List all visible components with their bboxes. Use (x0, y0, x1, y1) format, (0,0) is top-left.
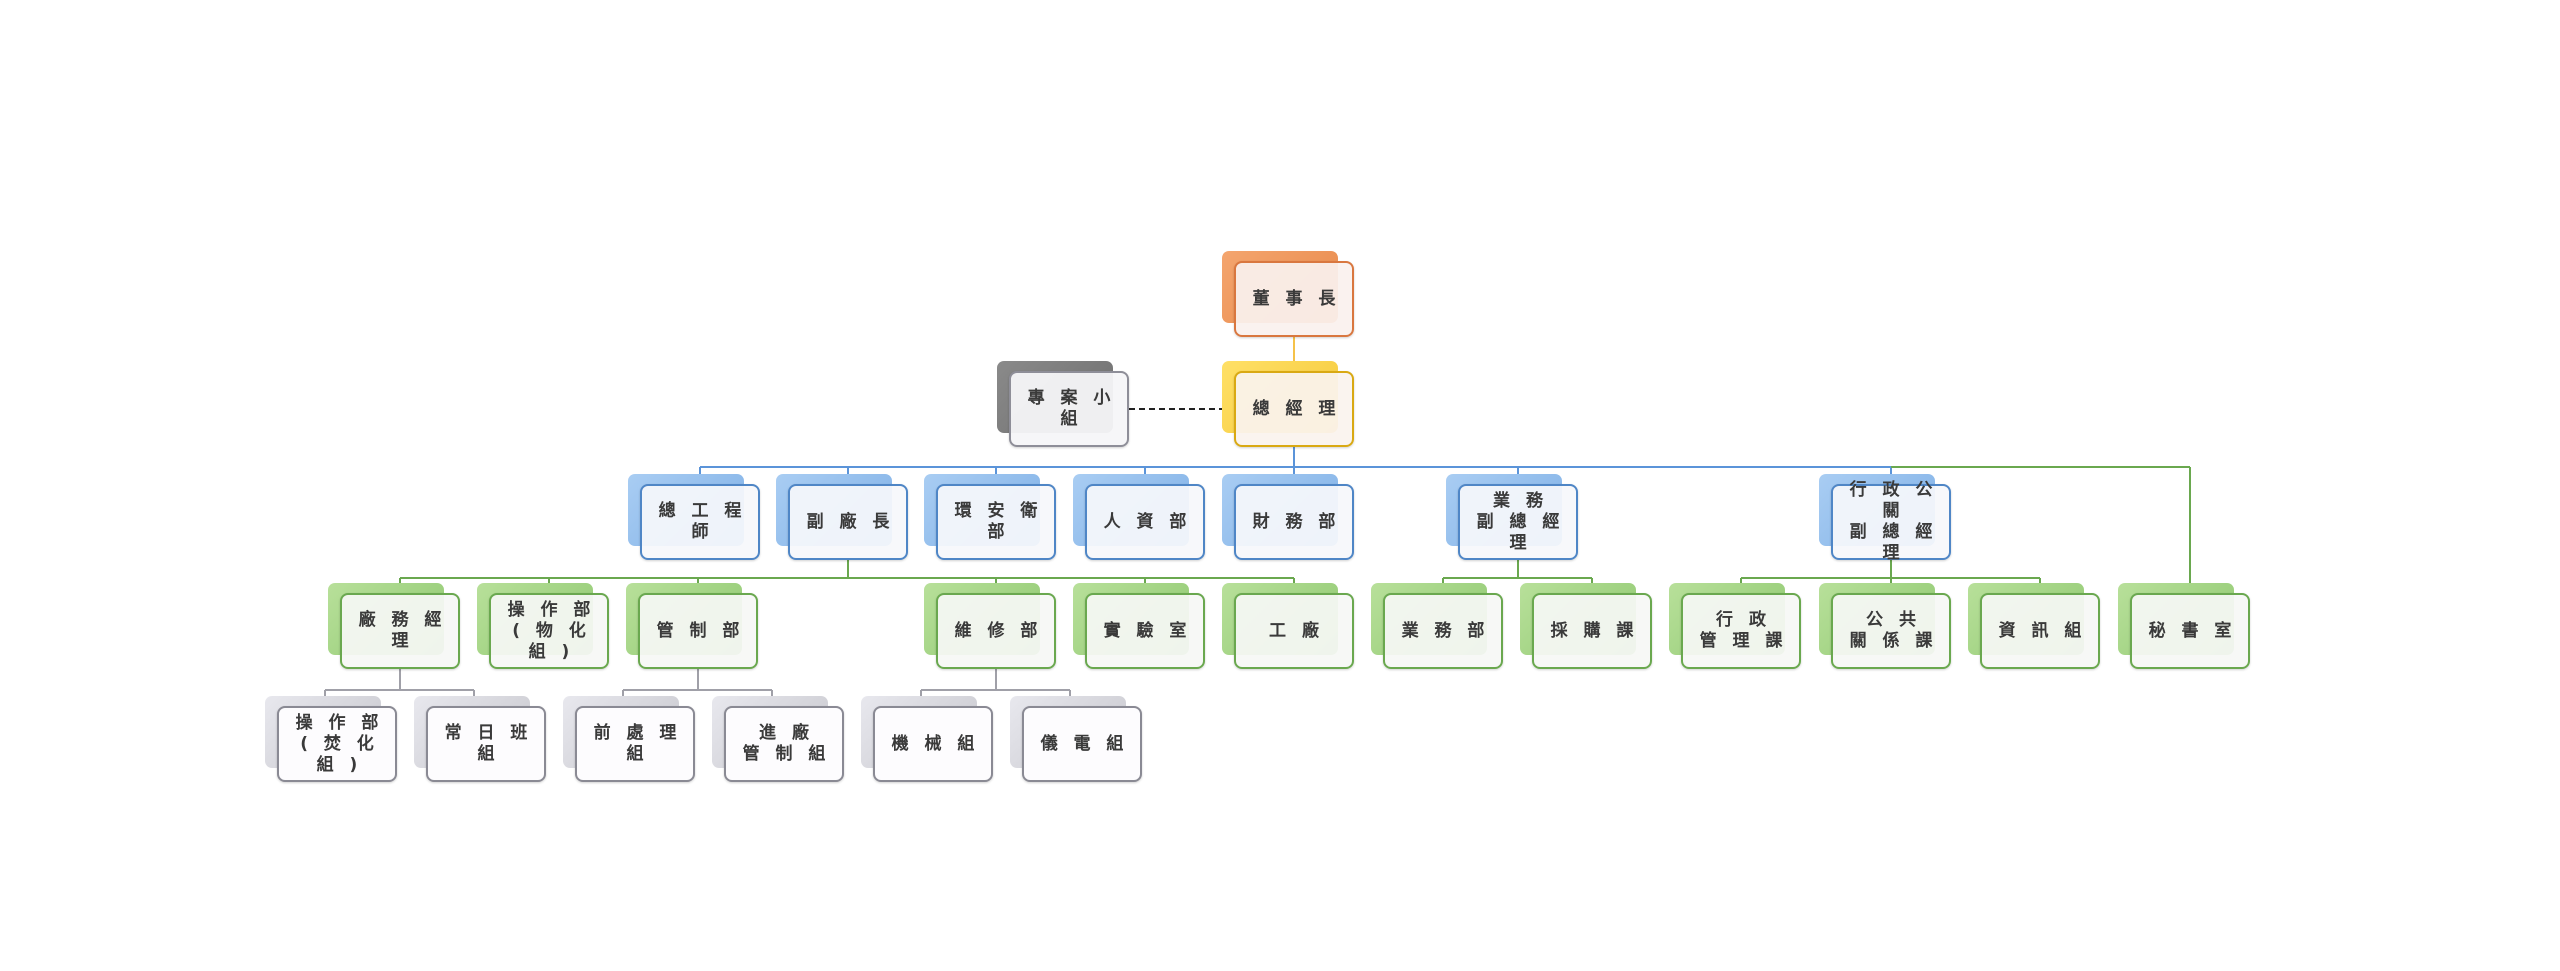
node-secretariat[interactable]: 秘 書 室 (2118, 583, 2250, 669)
node-public-relations[interactable]: 公 共 關 係 課 (1819, 583, 1951, 669)
node-it-group[interactable]: 資 訊 組 (1968, 583, 2100, 669)
node-label: 管 制 部 (638, 593, 758, 669)
node-label: 環 安 衛 部 (936, 484, 1056, 560)
node-label: 實 驗 室 (1085, 593, 1205, 669)
node-mechanical[interactable]: 機 械 組 (861, 696, 993, 782)
node-control-dept[interactable]: 管 制 部 (626, 583, 758, 669)
node-procurement[interactable]: 採 購 課 (1520, 583, 1652, 669)
node-laboratory[interactable]: 實 驗 室 (1073, 583, 1205, 669)
node-label: 操 作 部 ( 物 化 組 ) (489, 593, 609, 669)
node-instrument-electrical[interactable]: 儀 電 組 (1010, 696, 1142, 782)
node-label: 行 政 管 理 課 (1681, 593, 1801, 669)
node-label: 秘 書 室 (2130, 593, 2250, 669)
node-admin-pr-vp[interactable]: 行 政 公 關 副 總 經 理 (1819, 474, 1951, 563)
node-label: 儀 電 組 (1022, 706, 1142, 782)
node-label: 前 處 理 組 (575, 706, 695, 782)
node-label: 董 事 長 (1234, 261, 1354, 337)
node-label: 維 修 部 (936, 593, 1056, 669)
node-label: 副 廠 長 (788, 484, 908, 560)
node-label: 業 務 副 總 經 理 (1458, 484, 1578, 560)
node-label: 機 械 組 (873, 706, 993, 782)
node-sales-vp[interactable]: 業 務 副 總 經 理 (1446, 474, 1578, 560)
node-maintenance-dept[interactable]: 維 修 部 (924, 583, 1056, 669)
node-label: 人 資 部 (1085, 484, 1205, 560)
node-label: 採 購 課 (1532, 593, 1652, 669)
node-hr-dept[interactable]: 人 資 部 (1073, 474, 1205, 560)
node-label: 廠 務 經 理 (340, 593, 460, 669)
node-chairman[interactable]: 董 事 長 (1222, 251, 1354, 337)
node-works[interactable]: 工 廠 (1222, 583, 1354, 669)
node-label: 行 政 公 關 副 總 經 理 (1831, 480, 1951, 563)
node-pretreatment[interactable]: 前 處 理 組 (563, 696, 695, 782)
node-ehs-dept[interactable]: 環 安 衛 部 (924, 474, 1056, 560)
node-label: 常 日 班 組 (426, 706, 546, 782)
node-operations-physchem[interactable]: 操 作 部 ( 物 化 組 ) (477, 583, 609, 669)
node-sales-dept[interactable]: 業 務 部 (1371, 583, 1503, 669)
node-deputy-plant-director[interactable]: 副 廠 長 (776, 474, 908, 560)
node-label: 總 經 理 (1234, 371, 1354, 447)
node-label: 專 案 小 組 (1009, 371, 1129, 447)
node-label: 工 廠 (1234, 593, 1354, 669)
node-finance-dept[interactable]: 財 務 部 (1222, 474, 1354, 560)
node-label: 財 務 部 (1234, 484, 1354, 560)
node-operations-incineration[interactable]: 操 作 部 ( 焚 化 組 ) (265, 696, 397, 782)
node-label: 資 訊 組 (1980, 593, 2100, 669)
node-intake-control[interactable]: 進 廠 管 制 組 (712, 696, 844, 782)
node-plant-manager[interactable]: 廠 務 經 理 (328, 583, 460, 669)
node-admin-mgmt[interactable]: 行 政 管 理 課 (1669, 583, 1801, 669)
node-general-manager[interactable]: 總 經 理 (1222, 361, 1354, 447)
node-label: 操 作 部 ( 焚 化 組 ) (277, 706, 397, 782)
node-project-team[interactable]: 專 案 小 組 (997, 361, 1129, 447)
node-day-shift[interactable]: 常 日 班 組 (414, 696, 546, 782)
node-label: 公 共 關 係 課 (1831, 593, 1951, 669)
node-chief-engineer[interactable]: 總 工 程 師 (628, 474, 760, 560)
node-label: 進 廠 管 制 組 (724, 706, 844, 782)
node-label: 業 務 部 (1383, 593, 1503, 669)
node-label: 總 工 程 師 (640, 484, 760, 560)
